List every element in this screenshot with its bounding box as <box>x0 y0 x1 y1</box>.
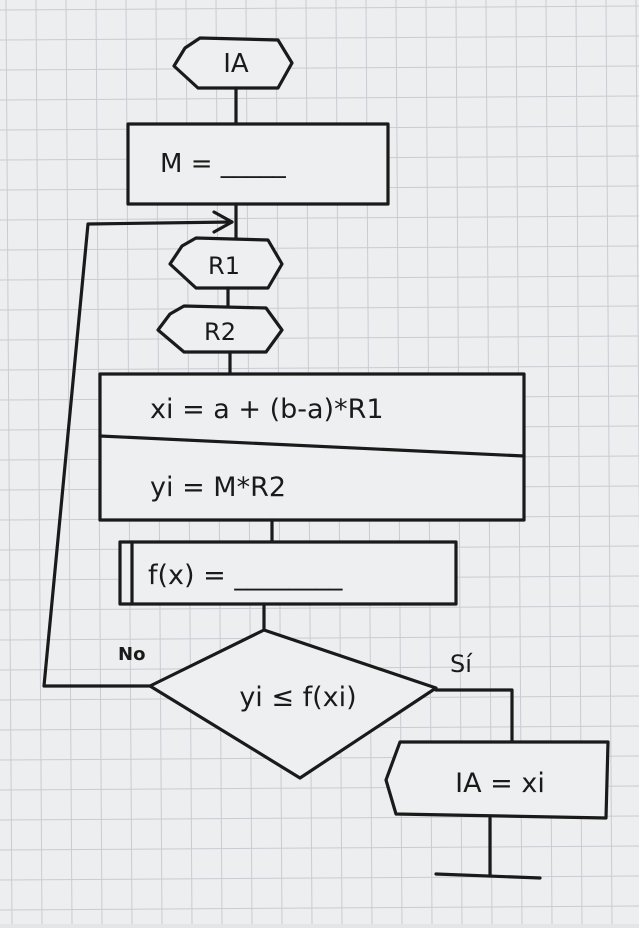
assign-f-label: f(x) = ________ <box>148 560 343 591</box>
grid-line-vertical <box>65 0 73 925</box>
yes-branch-line <box>434 688 514 742</box>
grid-line-horizontal <box>0 635 639 641</box>
result-output-label: IA = xi <box>455 768 545 799</box>
grid-line-vertical <box>605 0 613 925</box>
grid-line-horizontal <box>0 845 639 851</box>
grid-line-horizontal <box>0 605 639 611</box>
assign-x-label: xi = a + (b-a)*R1 <box>150 394 384 425</box>
grid-line-vertical <box>635 0 639 540</box>
grid-line-horizontal <box>0 5 639 11</box>
result-output-shape <box>384 740 610 820</box>
no-branch-loop-line <box>42 220 234 688</box>
grid-line-horizontal <box>0 335 639 341</box>
yes-branch-label: Sí <box>450 650 473 678</box>
start-terminal-label: IA <box>223 49 249 79</box>
grid-line-horizontal <box>0 95 639 101</box>
assign-y-label: yi = M*R2 <box>150 472 286 503</box>
end-terminator-bar <box>434 872 542 880</box>
start-terminal-shape <box>172 36 294 90</box>
grid-line-horizontal <box>0 275 639 281</box>
grid-line-horizontal <box>0 305 639 311</box>
decision-diamond-shape <box>148 628 438 780</box>
random-r2-shape <box>156 304 284 354</box>
assign-xy-divider <box>98 434 526 458</box>
grid-line-horizontal <box>0 905 639 911</box>
random-r2-label: R2 <box>204 318 236 346</box>
decision-label: yi ≤ f(xi) <box>239 682 356 713</box>
assign-f-process-box <box>118 540 458 606</box>
random-r1-shape <box>168 236 284 290</box>
no-branch-arrowhead <box>212 210 234 234</box>
grid-line-vertical <box>5 0 13 925</box>
grid-line-horizontal <box>0 215 639 221</box>
assign-m-process-box <box>126 122 390 206</box>
grid-line-horizontal <box>0 35 639 41</box>
grid-line-horizontal <box>0 65 639 71</box>
grid-line-horizontal <box>0 365 639 371</box>
no-branch-label: No <box>118 644 145 665</box>
random-r1-label: R1 <box>208 252 240 280</box>
assign-m-label: M = _____ <box>160 149 287 179</box>
grid-line-horizontal <box>0 245 639 251</box>
grid-line-vertical <box>35 0 43 925</box>
